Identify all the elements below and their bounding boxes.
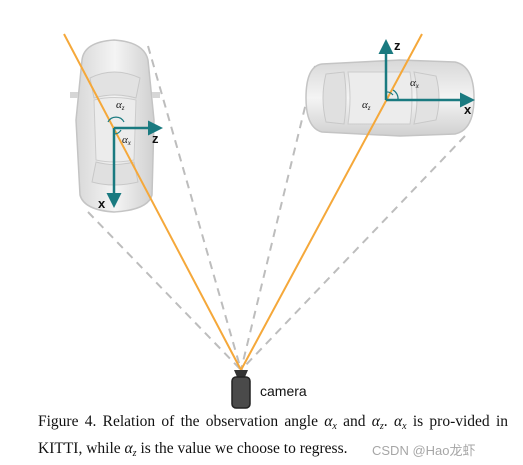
- right-angle-arc-z: [385, 91, 394, 96]
- dashed-line-left-top: [147, 45, 242, 371]
- camera-body: [231, 376, 251, 409]
- left-car-axes: [106, 120, 163, 208]
- left-alpha-z-label: αz: [116, 99, 125, 112]
- orange-rays: [63, 33, 423, 371]
- right-car-rear-window: [322, 71, 347, 125]
- right-car-axes: [378, 39, 475, 108]
- diagram-canvas: z x z x αz αx αx αz camera: [63, 33, 475, 409]
- left-x-axis-label: x: [98, 196, 106, 211]
- left-z-axis-label: z: [152, 131, 159, 146]
- right-angle-arc-x: [392, 89, 399, 101]
- caption-text-2: .: [383, 413, 394, 430]
- right-z-axis-label: z: [394, 38, 401, 53]
- dashed-line-right-bottom: [240, 135, 466, 371]
- left-angle-arc-x: [113, 129, 122, 135]
- caption-alpha-x-2: αx: [393, 413, 407, 432]
- caption-alpha-z-1: αz: [371, 413, 384, 432]
- left-car-mirror-right: [152, 92, 160, 98]
- left-alpha-x-label: αx: [122, 134, 132, 147]
- left-angle-arc-z: [107, 116, 125, 123]
- camera-icon: [231, 370, 251, 409]
- right-car: [305, 59, 475, 137]
- right-car-windshield: [413, 71, 440, 125]
- dashed-line-right-top: [240, 65, 316, 371]
- right-x-axis-label: x: [464, 102, 472, 117]
- right-alpha-x-label: αx: [410, 77, 420, 90]
- ray-right: [240, 33, 423, 371]
- dashed-line-left-bottom: [87, 211, 242, 371]
- left-car-windshield: [89, 71, 141, 99]
- caption-alpha-z-2: αz: [124, 440, 137, 459]
- dashed-cone-lines: [87, 45, 466, 371]
- caption-text-3: is pro-vided in KITTI, while: [38, 413, 509, 457]
- ray-left: [63, 33, 242, 371]
- figure-caption: Figure 4. Relation of the observation an…: [38, 411, 508, 465]
- caption-alpha-x-1: αx: [324, 413, 337, 432]
- right-alpha-z-label: αz: [362, 99, 371, 112]
- right-car-roof: [347, 71, 413, 125]
- caption-text-4: is the value we choose to regress.: [136, 440, 348, 457]
- left-car-mirror-left: [70, 92, 78, 98]
- watermark: CSDN @Hao龙虾: [372, 443, 476, 458]
- camera-lens: [234, 370, 248, 377]
- caption-text-1: Figure 4. Relation of the observation an…: [38, 413, 325, 430]
- camera-label: camera: [260, 383, 307, 399]
- caption-and: and: [336, 413, 372, 430]
